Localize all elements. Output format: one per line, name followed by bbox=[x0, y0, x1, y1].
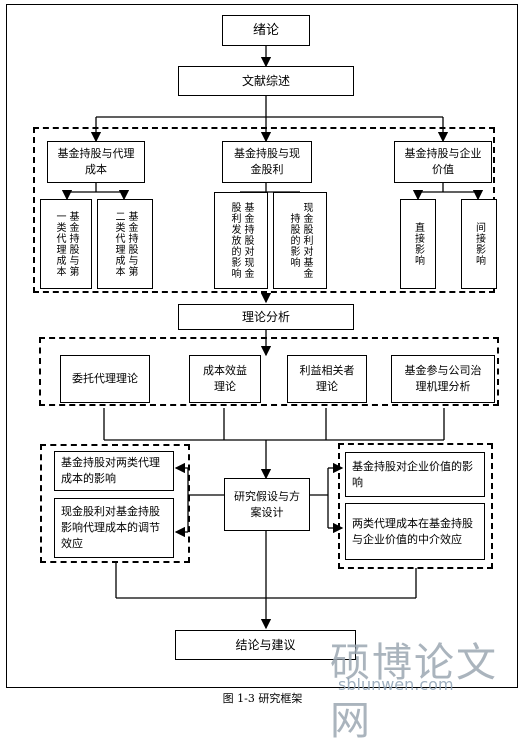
theory-analysis-box: 理论分析 bbox=[178, 304, 354, 330]
firm-value-effect-label: 基金持股对企业价值的影响 bbox=[352, 459, 473, 489]
theory-dashed-group bbox=[39, 337, 499, 406]
dividend-moderation-box: 现金股利对基金持股影响代理成本的调节效应 bbox=[54, 498, 174, 558]
literature-review-box: 文献综述 bbox=[178, 66, 354, 96]
mediation-effect-label: 两类代理成本在基金持股与企业价值的中介效应 bbox=[352, 516, 473, 546]
dividend-sub1-label: 基金持股对现金股利发放的影响 bbox=[229, 202, 253, 279]
figure-caption: 图 1-3 研究框架 bbox=[222, 692, 303, 705]
dividend-label: 基金持股与现金股利 bbox=[234, 147, 300, 176]
agency-cost-effect-box: 基金持股对两类代理成本的影响 bbox=[54, 451, 174, 491]
intro-label: 绪论 bbox=[252, 22, 279, 38]
fund-governance-theory-label: 基金参与公司治理机理分析 bbox=[404, 364, 482, 393]
dividend-sub2-box: 现金股利对基金持股的影响 bbox=[273, 192, 327, 289]
stakeholder-theory-label: 利益相关者理论 bbox=[299, 364, 355, 393]
firm-value-effect-box: 基金持股对企业价值的影响 bbox=[345, 452, 485, 497]
agency-sub2-box: 基金持股与第二类代理成本 bbox=[97, 199, 153, 289]
indirect-effect-label: 间接影响 bbox=[473, 222, 485, 266]
direct-effect-box: 直接影响 bbox=[400, 199, 436, 289]
intro-box: 绪论 bbox=[222, 15, 310, 46]
stakeholder-theory-box: 利益相关者理论 bbox=[287, 355, 367, 403]
direct-effect-label: 直接影响 bbox=[412, 222, 424, 266]
conclusion-box: 结论与建议 bbox=[175, 630, 356, 660]
left-hypothesis-dashed-group bbox=[40, 444, 190, 563]
principal-agent-theory-box: 委托代理理论 bbox=[60, 355, 150, 403]
figure-frame bbox=[6, 4, 518, 688]
agency-cost-effect-label: 基金持股对两类代理成本的影响 bbox=[61, 456, 160, 485]
agency-sub1-box: 基金持股与第一类代理成本 bbox=[40, 199, 92, 289]
right-hypothesis-dashed-group bbox=[338, 443, 493, 569]
dividend-moderation-label: 现金股利对基金持股影响代理成本的调节效应 bbox=[61, 505, 160, 550]
indirect-effect-box: 间接影响 bbox=[461, 199, 497, 289]
fund-governance-theory-box: 基金参与公司治理机理分析 bbox=[391, 355, 495, 403]
agency-sub1-label: 基金持股与第一类代理成本 bbox=[54, 211, 78, 277]
dividend-box: 基金持股与现金股利 bbox=[222, 141, 312, 183]
conclusion-label: 结论与建议 bbox=[235, 638, 296, 652]
hypothesis-design-label: 研究假设与方案设计 bbox=[234, 489, 300, 519]
firm-value-label: 基金持股与企业价值 bbox=[404, 147, 482, 176]
agency-cost-box: 基金持股与代理成本 bbox=[47, 141, 145, 183]
principal-agent-theory-label: 委托代理理论 bbox=[72, 372, 138, 385]
watermark-url: sblunwen.com bbox=[338, 675, 454, 694]
cost-benefit-theory-box: 成本效益理论 bbox=[189, 355, 261, 403]
agency-sub2-label: 基金持股与第二类代理成本 bbox=[113, 211, 137, 277]
agency-cost-label: 基金持股与代理成本 bbox=[57, 147, 135, 176]
mediation-effect-box: 两类代理成本在基金持股与企业价值的中介效应 bbox=[345, 503, 485, 560]
theory-analysis-label: 理论分析 bbox=[241, 310, 290, 324]
literature-review-label: 文献综述 bbox=[241, 74, 290, 88]
dividend-sub1-box: 基金持股对现金股利发放的影响 bbox=[214, 192, 268, 289]
firm-value-box: 基金持股与企业价值 bbox=[394, 141, 492, 183]
hypothesis-design-box: 研究假设与方案设计 bbox=[224, 478, 310, 531]
cost-benefit-theory-label: 成本效益理论 bbox=[203, 364, 247, 393]
dividend-sub2-label: 现金股利对基金持股的影响 bbox=[288, 202, 312, 279]
